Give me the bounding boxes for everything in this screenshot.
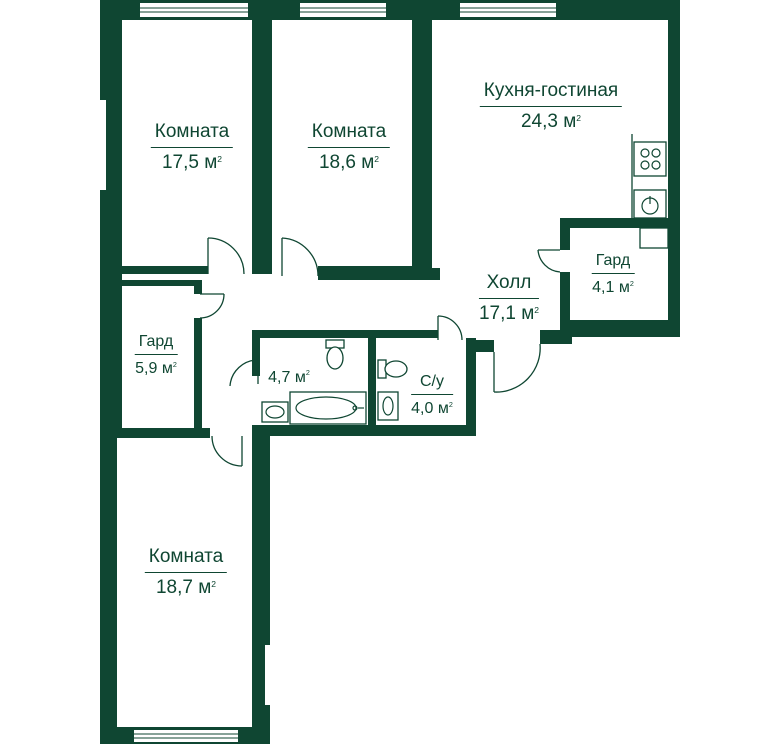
wall-hall-right-stub [470, 340, 494, 352]
room-area: 4,0 м2 [411, 399, 453, 418]
room-area: 5,9 м2 [135, 359, 177, 378]
room-area: 4,7 м2 [268, 368, 310, 386]
room-area: 18,6 м2 [318, 151, 380, 173]
stove-icon [633, 141, 667, 177]
wall-ward1-left [560, 222, 570, 250]
door-room3 [211, 435, 243, 467]
room-name: С/у [411, 372, 453, 396]
label-kitchen: Кухня-гостиная 24,3 м2 [479, 80, 623, 134]
label-room1: Комната 17,5 м2 [150, 121, 234, 175]
wall-bath-bottom [252, 425, 476, 436]
wall-ward2-right [194, 280, 202, 294]
window-side-right-room3 [265, 645, 270, 705]
door-entrance [493, 343, 541, 393]
window-room3 [134, 730, 238, 742]
room-area: 17,1 м2 [478, 302, 540, 324]
room-name: Комната [307, 121, 391, 148]
room-name: Гард [134, 332, 178, 356]
wall-wc-right [466, 338, 476, 436]
room-area: 24,3 м2 [520, 110, 582, 132]
kitchen-sink-icon [633, 189, 667, 219]
room-area: 4,1 м2 [592, 278, 634, 297]
wall-bath-left [252, 330, 260, 376]
bathtub-icon [289, 391, 367, 425]
label-wc: С/у 4,0 м2 [411, 372, 453, 418]
washbasin-icon [377, 391, 399, 421]
label-ward2: Гард 5,9 м2 [134, 332, 178, 378]
wall-ward2-right-lower [194, 318, 202, 436]
toilet-icon [377, 359, 408, 379]
outer-wall-left-top [100, 0, 122, 436]
door-room1 [207, 237, 245, 275]
room-area: 17,5 м2 [161, 151, 223, 173]
kitchen-niche [639, 227, 669, 249]
room-name: Гард [591, 251, 635, 275]
door-wc [437, 315, 463, 341]
wall-room1-bottom-left [120, 266, 208, 274]
wall-ward1-left-lower [560, 272, 570, 330]
label-hall: Холл 17,1 м2 [478, 272, 540, 326]
wall-room1-room2 [252, 18, 272, 274]
room-name: Кухня-гостиная [479, 80, 623, 107]
door-ward1 [537, 249, 561, 273]
washbasin-icon [261, 401, 289, 423]
label-bath: 4,7 м2 [268, 368, 310, 387]
room-area: 18,7 м2 [155, 576, 217, 598]
label-room3: Комната 18,7 м2 [144, 546, 228, 600]
outer-wall-right [668, 0, 680, 337]
window-side-left-bottom [117, 500, 122, 580]
wall-ward1-top [560, 218, 670, 228]
window-room1 [140, 3, 248, 17]
wall-room2-bottom [318, 266, 432, 280]
wall-ward2-top [120, 280, 200, 286]
door-bath [229, 359, 259, 387]
door-ward2 [199, 293, 225, 319]
outer-wall-left-bottom [100, 430, 117, 744]
window-room2 [300, 3, 386, 17]
wall-ward1-bottom [560, 320, 680, 337]
room-name: Комната [150, 121, 234, 148]
label-room2: Комната 18,6 м2 [307, 121, 391, 175]
door-room2 [281, 237, 319, 277]
wall-room2-kitchen [412, 18, 432, 280]
label-ward1: Гард 4,1 м2 [591, 251, 635, 297]
room-name: Комната [144, 546, 228, 573]
window-kitchen [460, 3, 556, 17]
toilet-icon [325, 339, 345, 370]
wall-hall-top-stub [432, 268, 440, 280]
wall-bath-top [252, 330, 438, 338]
window-side-left [100, 100, 106, 190]
room-name: Холл [478, 272, 540, 299]
wall-bath-wc [368, 338, 376, 428]
wall-ward2-bottom [100, 428, 210, 438]
